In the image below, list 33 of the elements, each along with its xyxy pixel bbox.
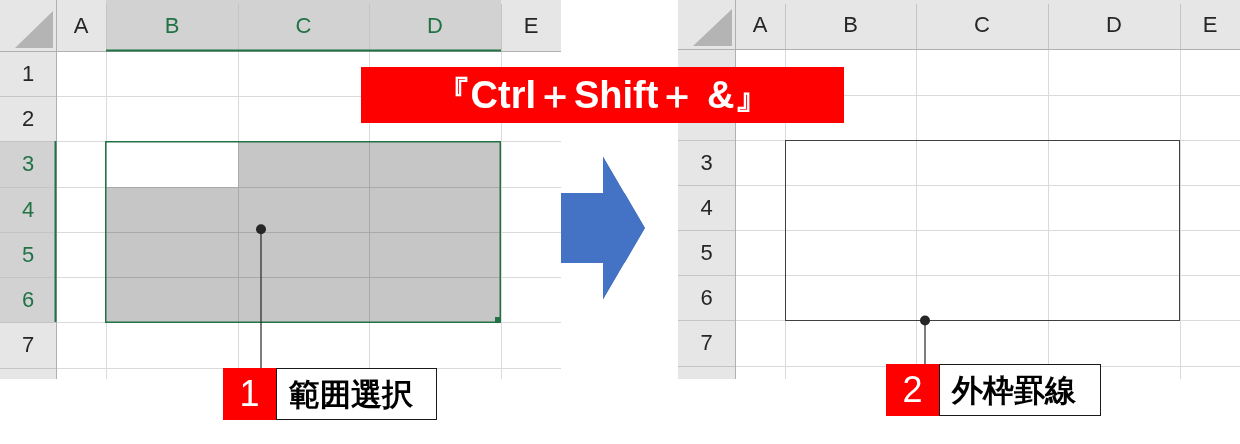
row-number: 4: [21, 198, 35, 221]
column-letter: B: [843, 13, 858, 36]
column-letter: C: [295, 14, 312, 37]
column-letter: A: [752, 13, 768, 36]
row-number: 5: [700, 241, 713, 264]
banner: [361, 67, 844, 123]
callout-number: 2: [886, 364, 939, 416]
column-letter: B: [164, 14, 180, 37]
row-number: 3: [700, 151, 713, 174]
shortcut-text: 『Ctrl＋Shift＋ &』: [432, 76, 773, 114]
row-number: 7: [700, 332, 713, 354]
selected-range: [105, 141, 501, 323]
callout-label: 範囲選択: [276, 368, 437, 420]
row-number: 2: [21, 107, 35, 130]
outline-border: [785, 140, 1180, 321]
row-number: 7: [21, 334, 35, 356]
row-number: 3: [21, 153, 35, 175]
row-number: 4: [700, 196, 713, 219]
column-letter: E: [1202, 13, 1218, 36]
leader-line: [256, 224, 266, 369]
callout-number: 1: [223, 368, 276, 420]
row-number: 6: [700, 286, 713, 309]
column-letter: A: [73, 14, 89, 37]
block-arrow: [561, 156, 645, 300]
column-letter: C: [974, 13, 990, 36]
row-number: 1: [21, 62, 35, 85]
row-number: 5: [21, 243, 35, 266]
column-letter: D: [427, 14, 443, 37]
callout-label: 外枠罫線: [939, 364, 1101, 416]
column-letter: D: [1106, 13, 1122, 36]
leader-line: [920, 315, 930, 365]
column-letter: E: [523, 14, 539, 37]
row-number: 6: [21, 288, 35, 311]
